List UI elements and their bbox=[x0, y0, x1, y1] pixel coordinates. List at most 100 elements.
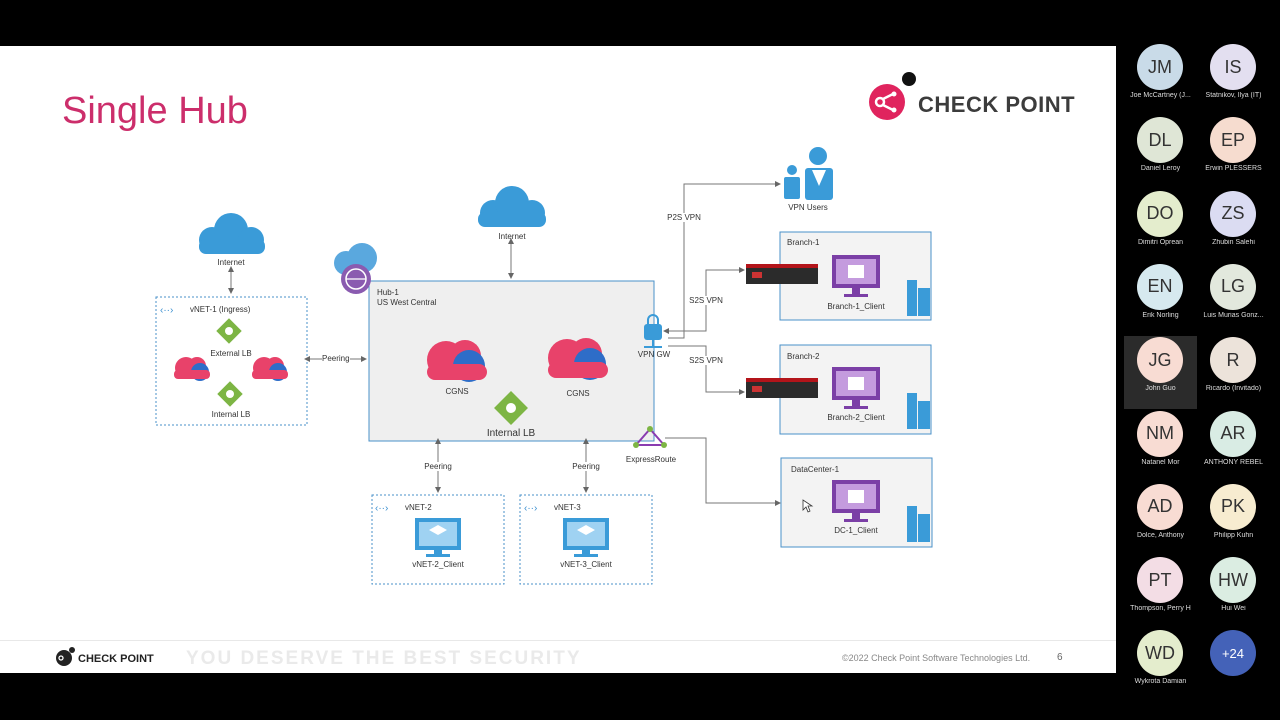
more-participants-count: +24 bbox=[1210, 630, 1256, 677]
vnet1-label: vNET-1 (Ingress) bbox=[190, 305, 251, 314]
external-lb-label: External LB bbox=[210, 349, 252, 358]
more-participants-button[interactable]: +24 bbox=[1197, 629, 1270, 702]
participant-avatar: WD bbox=[1137, 630, 1183, 677]
branch1-client-label: Branch-1_Client bbox=[827, 302, 885, 311]
p2s-vpn-label: P2S VPN bbox=[667, 213, 701, 222]
cgns-label: CGNS bbox=[566, 389, 590, 398]
external-lb-icon bbox=[216, 318, 242, 344]
vpn-users-label: VPN Users bbox=[788, 203, 828, 212]
participant-avatar: EP bbox=[1210, 117, 1256, 164]
peering-label: Peering bbox=[322, 354, 350, 363]
participant-avatar: JM bbox=[1137, 44, 1183, 90]
hub-region-label: US West Central bbox=[377, 298, 437, 307]
vnet3-client-monitor-icon bbox=[563, 518, 609, 557]
vnet-icon: ‹··› bbox=[160, 305, 173, 316]
copyright: ©2022 Check Point Software Technologies … bbox=[842, 653, 1031, 663]
building-icon bbox=[907, 393, 930, 429]
datacenter1-label: DataCenter-1 bbox=[791, 465, 840, 474]
participant-avatar: R bbox=[1210, 337, 1256, 384]
participant-name: Statnikov, Ilya (IT) bbox=[1205, 92, 1262, 99]
footer-brand: CHECK POINT bbox=[78, 653, 154, 665]
footer-tagline: YOU DESERVE THE BEST SECURITY bbox=[186, 648, 582, 669]
mouse-cursor-icon bbox=[802, 499, 814, 513]
vnet-icon: ‹··› bbox=[375, 503, 388, 514]
internal-lb-label: Internal LB bbox=[211, 410, 251, 419]
page-number: 6 bbox=[1057, 652, 1063, 663]
building-icon bbox=[907, 280, 930, 316]
participant-avatar: PT bbox=[1137, 557, 1183, 604]
internet-label: Internet bbox=[498, 232, 526, 241]
hub-internal-lb-icon bbox=[494, 391, 528, 425]
participant-name: Zhubin Salehi bbox=[1212, 238, 1255, 246]
participant-name: Dimitri Oprean bbox=[1137, 238, 1184, 246]
s2s-vpn-label: S2S VPN bbox=[689, 356, 723, 365]
participant-avatar: AD bbox=[1137, 483, 1183, 530]
internal-lb-icon bbox=[217, 381, 243, 407]
gateway-appliance-icon bbox=[746, 264, 818, 284]
participant-avatar: IS bbox=[1210, 44, 1256, 90]
participant-avatar: AR bbox=[1210, 410, 1256, 457]
checkpoint-logo-icon bbox=[869, 72, 916, 120]
vnet2-label: vNET-2 bbox=[405, 503, 432, 512]
cgns-gateway-icon bbox=[174, 357, 210, 381]
vnet2-client-monitor-icon bbox=[415, 518, 461, 557]
expressroute-icon bbox=[633, 426, 667, 448]
cgns-gateway-icon bbox=[427, 340, 487, 382]
vpn-gateway-icon bbox=[644, 314, 662, 348]
participant-avatar: ZS bbox=[1210, 190, 1256, 237]
checkpoint-logo: CHECK POINT bbox=[866, 70, 1096, 120]
participant-avatar: LG bbox=[1210, 263, 1256, 310]
participant-avatar: HW bbox=[1210, 557, 1256, 604]
vpn-gw-label: VPN GW bbox=[637, 350, 671, 359]
participant-name: Wykrota Damian bbox=[1134, 678, 1187, 686]
participant-avatar: PK bbox=[1210, 483, 1256, 530]
expressroute-label: ExpressRoute bbox=[625, 455, 677, 464]
building-icon bbox=[907, 506, 930, 542]
participant-name: Dolce, Anthony bbox=[1136, 531, 1185, 539]
vnet-icon: ‹··› bbox=[524, 503, 537, 514]
peering-label: Peering bbox=[572, 462, 600, 471]
branch2-label: Branch-2 bbox=[787, 352, 820, 361]
vnet2-client-label: vNET-2_Client bbox=[412, 560, 464, 569]
hub-internal-lb-label: Internal LB bbox=[486, 428, 536, 439]
participant-tile[interactable]: IS Statnikov, Ilya (IT) bbox=[1197, 43, 1270, 116]
branch1-client-monitor-icon bbox=[832, 255, 880, 297]
participant-name: Daniel Leroy bbox=[1140, 165, 1181, 173]
hub-network-icon bbox=[334, 243, 377, 294]
brand-name: CHECK POINT bbox=[918, 92, 1076, 117]
participant-name: Philipp Kuhn bbox=[1213, 531, 1254, 539]
hub-name-label: Hub-1 bbox=[377, 288, 399, 297]
branch2-client-monitor-icon bbox=[832, 367, 880, 409]
dc1-client-monitor-icon bbox=[832, 480, 880, 522]
branch1-label: Branch-1 bbox=[787, 238, 820, 247]
internet-label: Internet bbox=[217, 258, 245, 267]
vpn-users-icon bbox=[784, 147, 833, 200]
internet-cloud-icon bbox=[478, 186, 546, 227]
presentation-slide: Single Hub CHECK POINT bbox=[0, 46, 1116, 673]
participant-name: Luis Murias Gonz... bbox=[1203, 311, 1264, 319]
participant-name: Erwin PLESSERS bbox=[1205, 165, 1262, 173]
internet-cloud-icon bbox=[199, 213, 265, 254]
s2s-vpn-label: S2S VPN bbox=[689, 296, 723, 305]
participant-avatar: NM bbox=[1137, 410, 1183, 457]
footer-divider bbox=[0, 640, 1116, 641]
branch2-client-label: Branch-2_Client bbox=[827, 413, 885, 422]
network-diagram: ‹··› ‹··› ‹··› bbox=[155, 147, 933, 585]
